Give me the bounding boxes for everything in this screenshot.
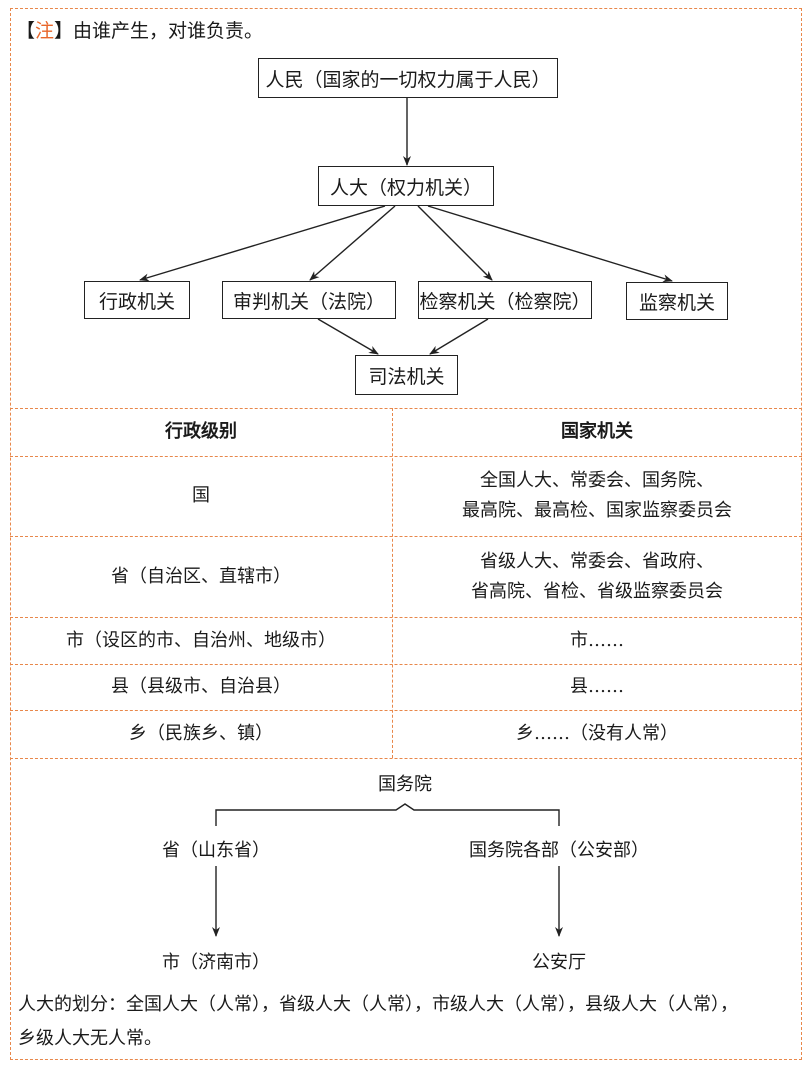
- row-level-township: 乡（民族乡、镇）: [129, 723, 273, 744]
- people-label: 人民（国家的一切权力属于人民）: [265, 68, 551, 91]
- judicial-label: 司法机关: [368, 365, 445, 388]
- supervision-label: 监察机关: [638, 291, 715, 314]
- row-organs-province: 省级人大、常委会、省政府、 省高院、省检、省级监察委员会: [392, 536, 802, 617]
- table-row2-border: [10, 617, 802, 618]
- court-label: 审判机关（法院）: [232, 290, 385, 313]
- row-level-national: 国: [192, 485, 210, 506]
- tree-ministry-label: 国务院各部（公安部）: [469, 840, 649, 861]
- header-level: 行政级别: [165, 421, 237, 442]
- table-bottom-border: [10, 758, 802, 759]
- note: 【注】由谁产生，对谁负责。: [16, 20, 264, 42]
- footer-line1: 人大的划分：全国人大（人常），省级人大（人常），市级人大（人常），县级人大（人常…: [18, 994, 738, 1015]
- row-organs-county: 县……: [570, 676, 624, 697]
- note-text: 由谁产生，对谁负责。: [73, 20, 264, 42]
- row-level-city: 市（设区的市、自治州、地级市）: [66, 629, 336, 651]
- table-row4-border: [10, 710, 802, 711]
- row-organs-national: 全国人大、常委会、国务院、 最高院、最高检、国家监察委员会: [392, 456, 802, 536]
- table-header-border: [10, 456, 802, 457]
- tree-brace: [215, 803, 560, 826]
- row-organs-city: 市……: [570, 629, 624, 651]
- table-top-border: [10, 408, 802, 409]
- table-column-divider: [392, 408, 393, 758]
- table-row3-border: [10, 664, 802, 665]
- row-level-province: 省（自治区、直辖市）: [111, 565, 291, 587]
- arrow-procuratorate-to-judicial: [429, 318, 489, 355]
- row-organs-province-line2: 省高院、省检、省级监察委员会: [471, 580, 723, 602]
- row-organs-township: 乡……（没有人常）: [516, 723, 678, 744]
- court-box: 审判机关（法院）: [222, 281, 396, 319]
- procuratorate-label: 检察机关（检察院）: [419, 290, 591, 313]
- note-tag: 注: [35, 20, 55, 42]
- arrow-court-to-judicial: [317, 318, 379, 355]
- tree-root-label: 国务院: [378, 774, 432, 795]
- tree-city-label: 市（济南市）: [162, 952, 270, 973]
- judicial-box: 司法机关: [355, 355, 458, 395]
- supervision-box: 监察机关: [626, 282, 728, 320]
- people-box: 人民（国家的一切权力属于人民）: [258, 58, 558, 98]
- arrow-npc-to-supervision: [427, 205, 673, 283]
- table-row1-border: [10, 536, 802, 537]
- outer-dashed-frame: [10, 8, 802, 1060]
- row-organs-province-line1: 省级人大、常委会、省政府、: [480, 550, 714, 572]
- npc-box: 人大（权力机关）: [318, 166, 494, 206]
- npc-label: 人大（权力机关）: [329, 176, 482, 199]
- tree-province-label: 省（山东省）: [162, 840, 270, 861]
- arrow-npc-to-executive: [139, 205, 386, 282]
- procuratorate-box: 检察机关（检察院）: [418, 281, 592, 319]
- tree-department-label: 公安厅: [532, 952, 586, 973]
- arrow-npc-to-procuratorate: [417, 205, 493, 281]
- row-level-county: 县（县级市、自治县）: [111, 676, 291, 697]
- row-organs-national-line2: 最高院、最高检、国家监察委员会: [462, 500, 732, 521]
- row-organs-national-line1: 全国人大、常委会、国务院、: [480, 470, 714, 491]
- arrow-npc-to-court: [309, 205, 396, 281]
- executive-box: 行政机关: [84, 281, 190, 319]
- header-organs: 国家机关: [561, 421, 633, 442]
- footer-note: 人大的划分：全国人大（人常），省级人大（人常），市级人大（人常），县级人大（人常…: [18, 988, 798, 1056]
- executive-label: 行政机关: [98, 290, 175, 313]
- footer-line2: 乡级人大无人常。: [18, 1028, 162, 1049]
